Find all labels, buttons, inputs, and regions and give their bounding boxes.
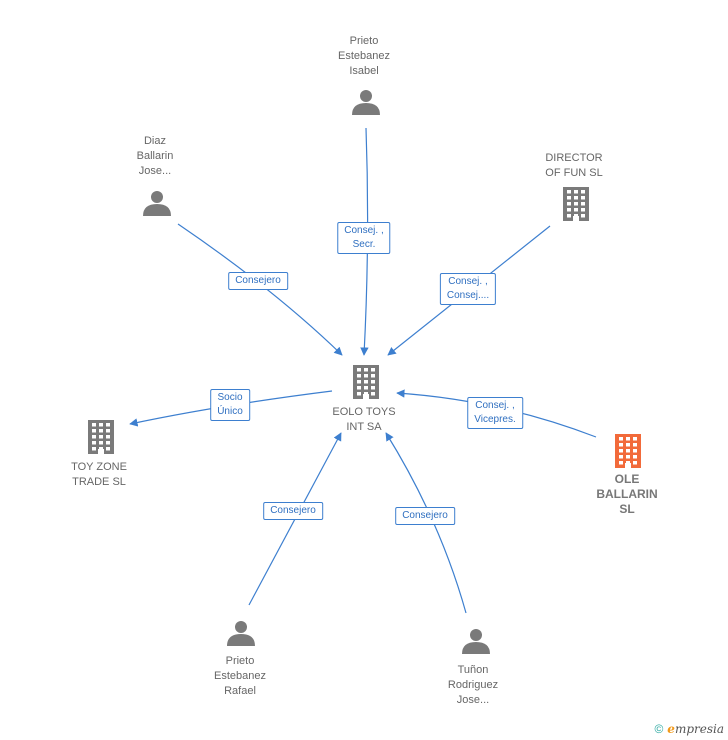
edge-label-line: Consej. ,	[448, 276, 488, 287]
node-label-line: Prieto	[225, 655, 255, 667]
edge-label-line: Único	[217, 406, 243, 417]
edge-label-line: Consej. ,	[344, 225, 384, 236]
edge-label-line: Vicepres.	[474, 414, 516, 425]
node-label-line: TRADE SL	[72, 476, 126, 488]
copyright-icon: ©	[654, 722, 664, 736]
person-icon-prieto_isabel[interactable]	[352, 90, 380, 115]
edge-label-line: Consej....	[446, 290, 490, 301]
node-label-line: SL	[619, 502, 635, 516]
edge-label-line: Consejero	[270, 505, 316, 516]
edge-label-ole[interactable]: Consej. , Vicepres.	[467, 397, 523, 429]
node-label-line: Rodriguez	[447, 679, 499, 691]
node-label-line: TOY ZONE	[71, 461, 127, 473]
edge-label-tunon[interactable]: Consejero	[395, 507, 455, 525]
building-icon-ole[interactable]	[615, 434, 641, 468]
node-label-line: OF FUN SL	[545, 167, 603, 179]
node-label-line: BALLARIN	[596, 487, 658, 501]
node-label-line: Prieto	[349, 35, 379, 47]
node-label-line: Jose...	[138, 165, 172, 177]
node-label-eolo[interactable]: EOLO TOYS INT SA	[332, 405, 395, 435]
person-icon-tunon[interactable]	[462, 629, 490, 654]
edge-label-diaz[interactable]: Consejero	[228, 272, 288, 290]
edge-label-line: Consejero	[235, 275, 281, 286]
node-label-line: INT SA	[346, 421, 382, 433]
node-label-line: OLE	[614, 472, 640, 486]
building-icon-director[interactable]	[563, 187, 589, 221]
edge-label-director[interactable]: Consej. , Consej....	[439, 273, 497, 305]
edge-label-prieto_isabel[interactable]: Consej. , Secr.	[337, 222, 391, 254]
edge-label-line: Consejero	[402, 510, 448, 521]
node-label-line: Ballarin	[136, 150, 174, 162]
node-label-line: Tuñon	[457, 664, 489, 676]
edge-label-prieto_rafael[interactable]: Consejero	[263, 502, 323, 520]
node-label-line: Diaz	[143, 135, 166, 147]
edge-label-line: Socio	[217, 392, 243, 403]
node-label-toyzone[interactable]: TOY ZONE TRADE SL	[71, 460, 127, 490]
node-label-line: Estebanez	[214, 670, 266, 682]
node-label-line: DIRECTOR	[545, 152, 603, 164]
person-icon-diaz[interactable]	[143, 191, 171, 216]
node-label-line: Isabel	[349, 65, 379, 77]
person-icon-prieto_rafael[interactable]	[227, 621, 255, 646]
node-label-line: EOLO TOYS	[332, 406, 396, 418]
building-icon-eolo[interactable]	[353, 365, 379, 399]
node-label-line: Jose...	[456, 694, 490, 706]
edge-label-line: Secr.	[352, 239, 376, 250]
node-label-line: Rafael	[224, 685, 256, 697]
node-label-line: Estebanez	[338, 50, 390, 62]
footer-credit: ©empresia	[654, 722, 724, 736]
node-label-director[interactable]: DIRECTOR OF FUN SL	[545, 151, 602, 181]
brand-logo[interactable]: empresia	[667, 722, 724, 736]
edge-label-line: Consej. ,	[475, 400, 515, 411]
building-icon-toyzone[interactable]	[88, 420, 114, 454]
